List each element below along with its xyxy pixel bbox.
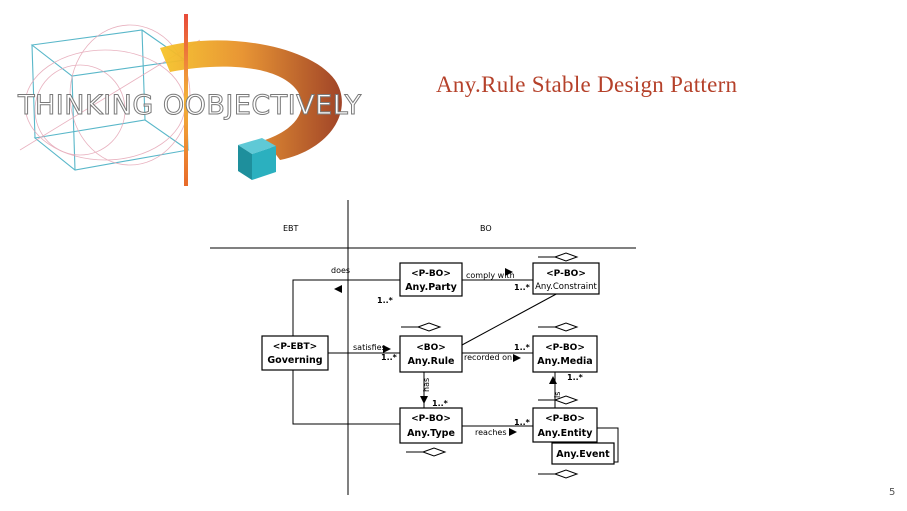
class-name: Any.Event [556, 449, 610, 460]
class-stereotype: <P-BO> [545, 414, 585, 424]
region-label-bo: BO [480, 224, 492, 233]
page-number: 5 [889, 487, 895, 498]
class-name: Any.Entity [538, 428, 594, 439]
class-stereotype: <BO> [416, 343, 446, 353]
aggregation-diamond-type [423, 448, 445, 456]
class-name: Any.Party [405, 282, 457, 293]
class-box-any-rule: <BO> Any.Rule [400, 336, 462, 372]
class-box-governing: <P-EBT> Governing [262, 336, 328, 370]
assoc-label-satisfies: satisfies [353, 343, 386, 352]
aggregation-diamond-constraint [555, 253, 577, 261]
mult-has: 1..* [432, 399, 449, 408]
class-name: Any.Type [407, 428, 455, 439]
class-name: Any.Constraint [535, 282, 597, 292]
class-box-any-party: <P-BO> Any.Party [400, 263, 462, 296]
assoc-label-is: is [553, 392, 562, 398]
class-box-any-entity: <P-BO> Any.Entity [533, 408, 597, 442]
aggregation-diamond-media [555, 323, 577, 331]
mult-recorded-on: 1..* [514, 343, 531, 352]
class-box-any-constraint: <P-BO> Any.Constraint [533, 263, 599, 294]
class-stereotype: <P-BO> [545, 343, 585, 353]
mult-media-entity: 1..* [567, 373, 584, 382]
region-label-ebt: EBT [283, 224, 299, 233]
does-arrow-icon [334, 285, 342, 293]
assoc-label-does: does [331, 266, 350, 275]
class-stereotype: <P-BO> [411, 414, 451, 424]
class-name: Governing [267, 355, 322, 366]
class-box-any-type: <P-BO> Any.Type [400, 408, 462, 443]
class-box-any-event: Any.Event [552, 443, 614, 464]
mult-reaches: 1..* [514, 418, 531, 427]
has-arrow-icon [420, 396, 428, 404]
assoc-label-reaches: reaches [475, 428, 507, 437]
mult-comply-with: 1..* [514, 283, 531, 292]
class-box-any-media: <P-BO> Any.Media [533, 336, 597, 372]
is-arrow-icon [549, 376, 557, 384]
class-stereotype: <P-EBT> [273, 342, 317, 352]
assoc-label-comply-with: comply with [466, 271, 515, 280]
class-stereotype: <P-BO> [546, 269, 586, 279]
recorded-on-arrow-icon [513, 354, 521, 362]
assoc-label-has: has [422, 378, 431, 392]
aggregation-diamond-rule [418, 323, 440, 331]
mult-party-rule: 1..* [377, 296, 394, 305]
reaches-arrow-icon [509, 428, 517, 436]
class-stereotype: <P-BO> [411, 269, 451, 279]
aggregation-diamond-event [555, 470, 577, 478]
class-name: Any.Rule [408, 356, 455, 367]
class-name: Any.Media [537, 356, 592, 367]
assoc-label-recorded-on: recorded on [464, 353, 512, 362]
mult-satisfies: 1..* [381, 353, 398, 362]
